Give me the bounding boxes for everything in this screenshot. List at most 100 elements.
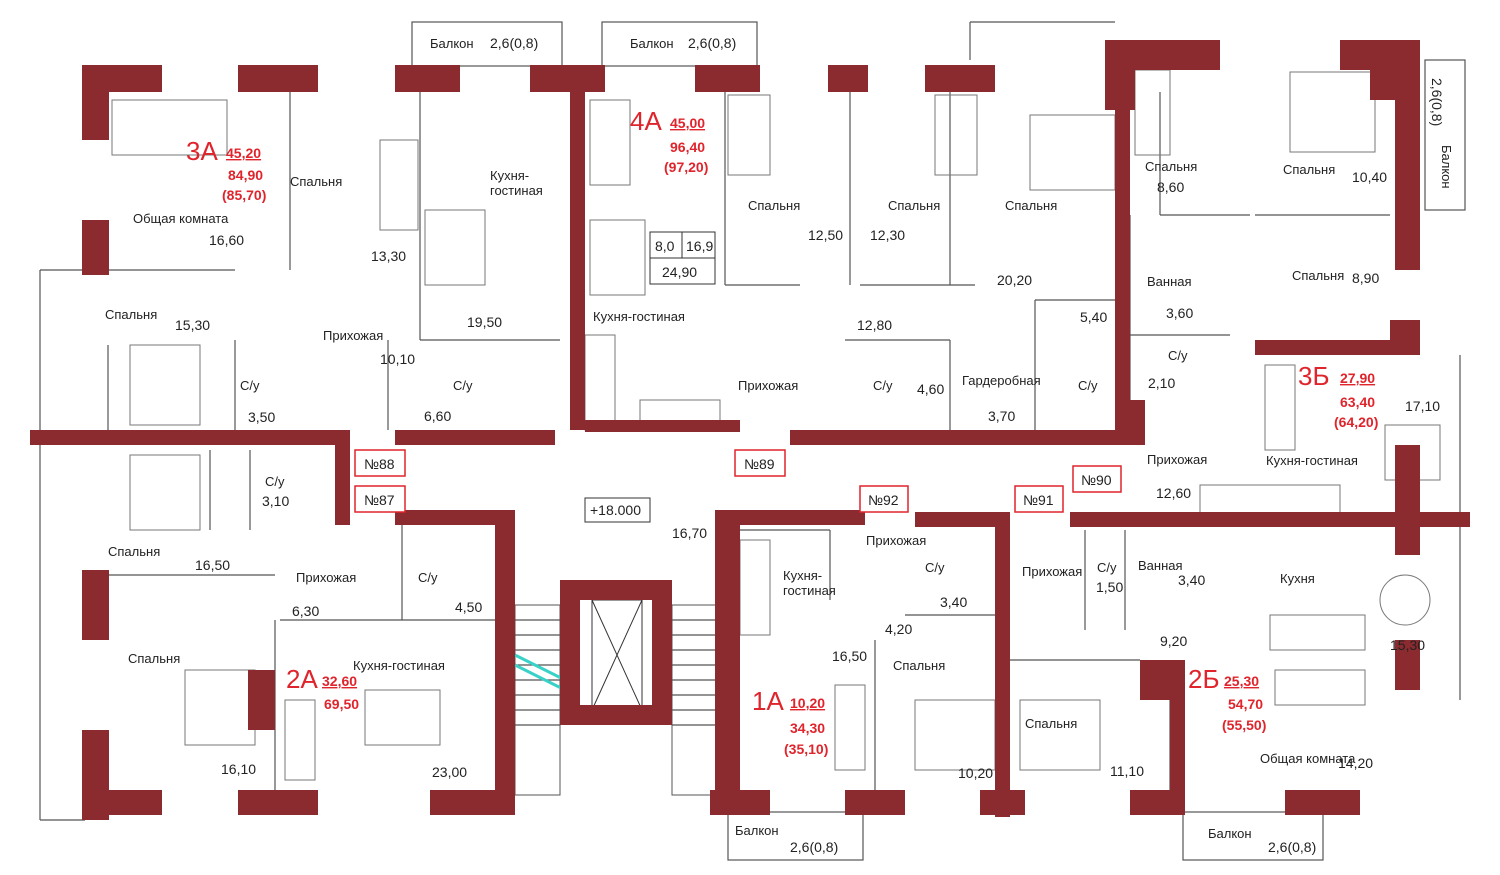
door-tag-88-text: №88: [364, 456, 395, 472]
room-area: 12,30: [870, 227, 905, 243]
room-area: 16,50: [832, 648, 867, 664]
room-area: 17,10: [1405, 398, 1440, 414]
apartment-2a[interactable]: 2А 32,60 69,50: [286, 664, 359, 712]
room-name: Общая комната: [133, 211, 229, 226]
room-area: 23,00: [432, 764, 467, 780]
level-mark: +18.000: [584, 497, 651, 523]
room-name: С/у: [453, 378, 473, 393]
room-name: Ванная: [1138, 558, 1183, 573]
apartment-3b[interactable]: 3Б 27,90 63,40 (64,20): [1298, 361, 1378, 430]
apartment-total-alt: (64,20): [1334, 414, 1378, 430]
apartment-labels: 3А 45,20 84,90 (85,70) 4А 45,00 96,40 (9…: [186, 106, 1378, 757]
room-area: 3,60: [1166, 305, 1193, 321]
room-name: С/у: [1168, 348, 1188, 363]
door-number-tags: №88 №89 №87 №92 №91 №90: [354, 449, 1122, 513]
balcony-size: 2,6(0,8): [1429, 78, 1445, 126]
room-area: 16,50: [195, 557, 230, 573]
balcony-label: Балкон: [735, 823, 779, 838]
apartment-code: 4А: [630, 106, 662, 136]
room-name: Спальня: [128, 651, 180, 666]
apartment-living-area: 45,00: [670, 115, 705, 131]
door-tag-92-text: №92: [868, 492, 899, 508]
room-name: Спальня: [1292, 268, 1344, 283]
room-name: С/у: [1097, 560, 1117, 575]
room-name: Кухня: [1280, 571, 1315, 586]
door-tag-87-text: №87: [364, 492, 395, 508]
room-name: С/у: [240, 378, 260, 393]
room-area: 15,30: [1390, 637, 1425, 653]
stairwell: [514, 599, 718, 796]
room-area: 6,60: [424, 408, 451, 424]
room-name: Кухня-гостиная: [593, 309, 685, 324]
door-tag-90[interactable]: №90: [1072, 465, 1122, 493]
apartment-2b[interactable]: 2Б 25,30 54,70 (55,50): [1188, 664, 1266, 733]
door-tag-88[interactable]: №88: [354, 449, 406, 477]
room-area: 3,40: [940, 594, 967, 610]
door-tag-91[interactable]: №91: [1014, 485, 1064, 513]
apartment-3a[interactable]: 3А 45,20 84,90 (85,70): [186, 136, 266, 203]
apartment-living-area: 10,20: [790, 695, 825, 711]
room-area: 12,60: [1156, 485, 1191, 501]
room-area: 4,20: [885, 621, 912, 637]
room-name: Спальня: [105, 307, 157, 322]
room-name: Ванная: [1147, 274, 1192, 289]
room-area: 3,40: [1178, 572, 1205, 588]
room-name: Кухня-гостиная: [1266, 453, 1358, 468]
apartment-code: 3А: [186, 136, 218, 166]
balcony-size: 2,6(0,8): [1268, 839, 1316, 855]
kitchen-split-total: 24,90: [662, 264, 697, 280]
kitchen-split-b: 16,9: [686, 238, 713, 254]
room-area: 4,60: [917, 381, 944, 397]
apartment-total-area: 54,70: [1228, 696, 1263, 712]
room-name: Кухня-: [783, 568, 822, 583]
room-name: Спальня: [1005, 198, 1057, 213]
furniture: [111, 69, 1441, 781]
room-name: Кухня-: [490, 168, 529, 183]
balcony-label: Балкон: [430, 36, 474, 51]
kitchen-split-table: 8,0 16,9 24,90: [649, 231, 716, 285]
door-tag-92[interactable]: №92: [859, 485, 909, 513]
room-area: 12,50: [808, 227, 843, 243]
room-labels: Общая комната16,60Спальня13,30Кухня-гост…: [105, 159, 1440, 781]
apartment-living-area: 45,20: [226, 145, 261, 161]
door-tag-89-text: №89: [744, 456, 775, 472]
room-area: 3,70: [988, 408, 1015, 424]
room-area: 16,60: [209, 232, 244, 248]
room-name: Гардеробная: [962, 373, 1041, 388]
kitchen-split-a: 8,0: [655, 238, 675, 254]
room-area: 8,60: [1157, 179, 1184, 195]
room-name: Прихожая: [1022, 564, 1082, 579]
room-name: Прихожая: [1147, 452, 1207, 467]
room-area: 14,20: [1338, 755, 1373, 771]
room-name: С/у: [418, 570, 438, 585]
room-name: Прихожая: [323, 328, 383, 343]
room-area: 16,70: [672, 525, 707, 541]
room-name: гостиная: [783, 583, 836, 598]
room-area: 2,10: [1148, 375, 1175, 391]
door-tag-91-text: №91: [1023, 492, 1054, 508]
room-name: С/у: [925, 560, 945, 575]
door-tag-89[interactable]: №89: [734, 449, 786, 477]
apartment-1a[interactable]: 1А 10,20 34,30 (35,10): [752, 686, 828, 757]
room-name: С/у: [265, 474, 285, 489]
room-name: Спальня: [748, 198, 800, 213]
balcony-size: 2,6(0,8): [688, 35, 736, 51]
room-name: Спальня: [1025, 716, 1077, 731]
room-area: 1,50: [1096, 579, 1123, 595]
balcony-size: 2,6(0,8): [490, 35, 538, 51]
room-name: Спальня: [1145, 159, 1197, 174]
apartment-4a[interactable]: 4А 45,00 96,40 (97,20): [630, 106, 708, 175]
apartment-total-area: 69,50: [324, 696, 359, 712]
room-area: 4,50: [455, 599, 482, 615]
balcony-size: 2,6(0,8): [790, 839, 838, 855]
room-name: Прихожая: [296, 570, 356, 585]
apartment-code: 2Б: [1188, 664, 1220, 694]
apartment-total-area: 63,40: [1340, 394, 1375, 410]
room-area: 20,20: [997, 272, 1032, 288]
door-tag-87[interactable]: №87: [354, 485, 406, 513]
apartment-total-alt: (97,20): [664, 159, 708, 175]
apartment-total-area: 84,90: [228, 167, 263, 183]
apartment-code: 3Б: [1298, 361, 1330, 391]
room-name: Спальня: [108, 544, 160, 559]
